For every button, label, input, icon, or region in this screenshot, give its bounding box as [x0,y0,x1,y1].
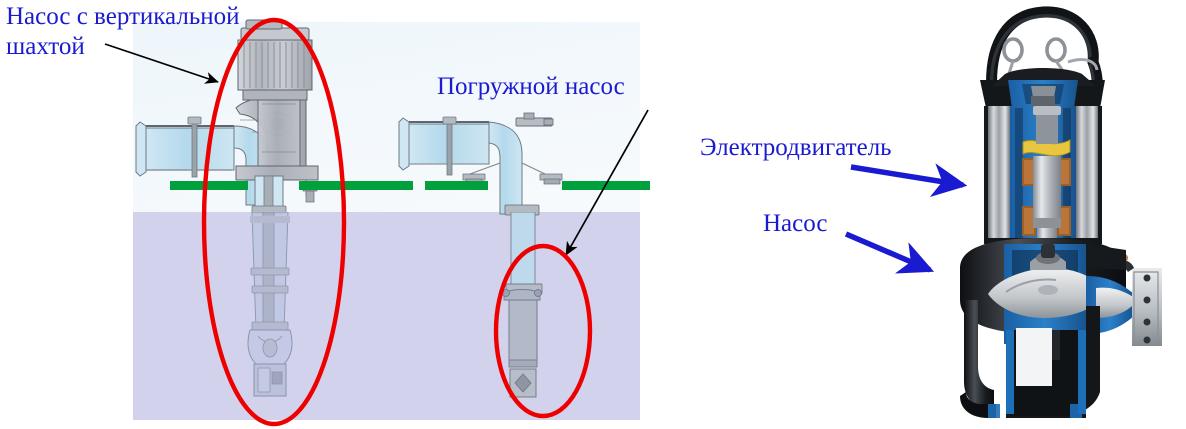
rotor [1033,156,1061,218]
label-pump: Насос [763,210,828,237]
submersible-pump-cutaway-photo [900,0,1186,429]
ground-line [170,181,650,190]
discharge-flange [1132,268,1162,346]
water-region [133,212,640,420]
suction-leg-left [964,300,994,414]
label-vertical-shaft-pump: Насос с вертикальной шахтой [6,3,240,60]
label-electric-motor: Электродвигатель [700,134,892,161]
rotor-top [1036,112,1058,144]
submersible-motor-can [508,299,538,363]
cross-section-diagram [133,19,650,420]
cutaway-void [1016,328,1052,386]
label-submersible-pump: Погружной насос [437,73,625,100]
